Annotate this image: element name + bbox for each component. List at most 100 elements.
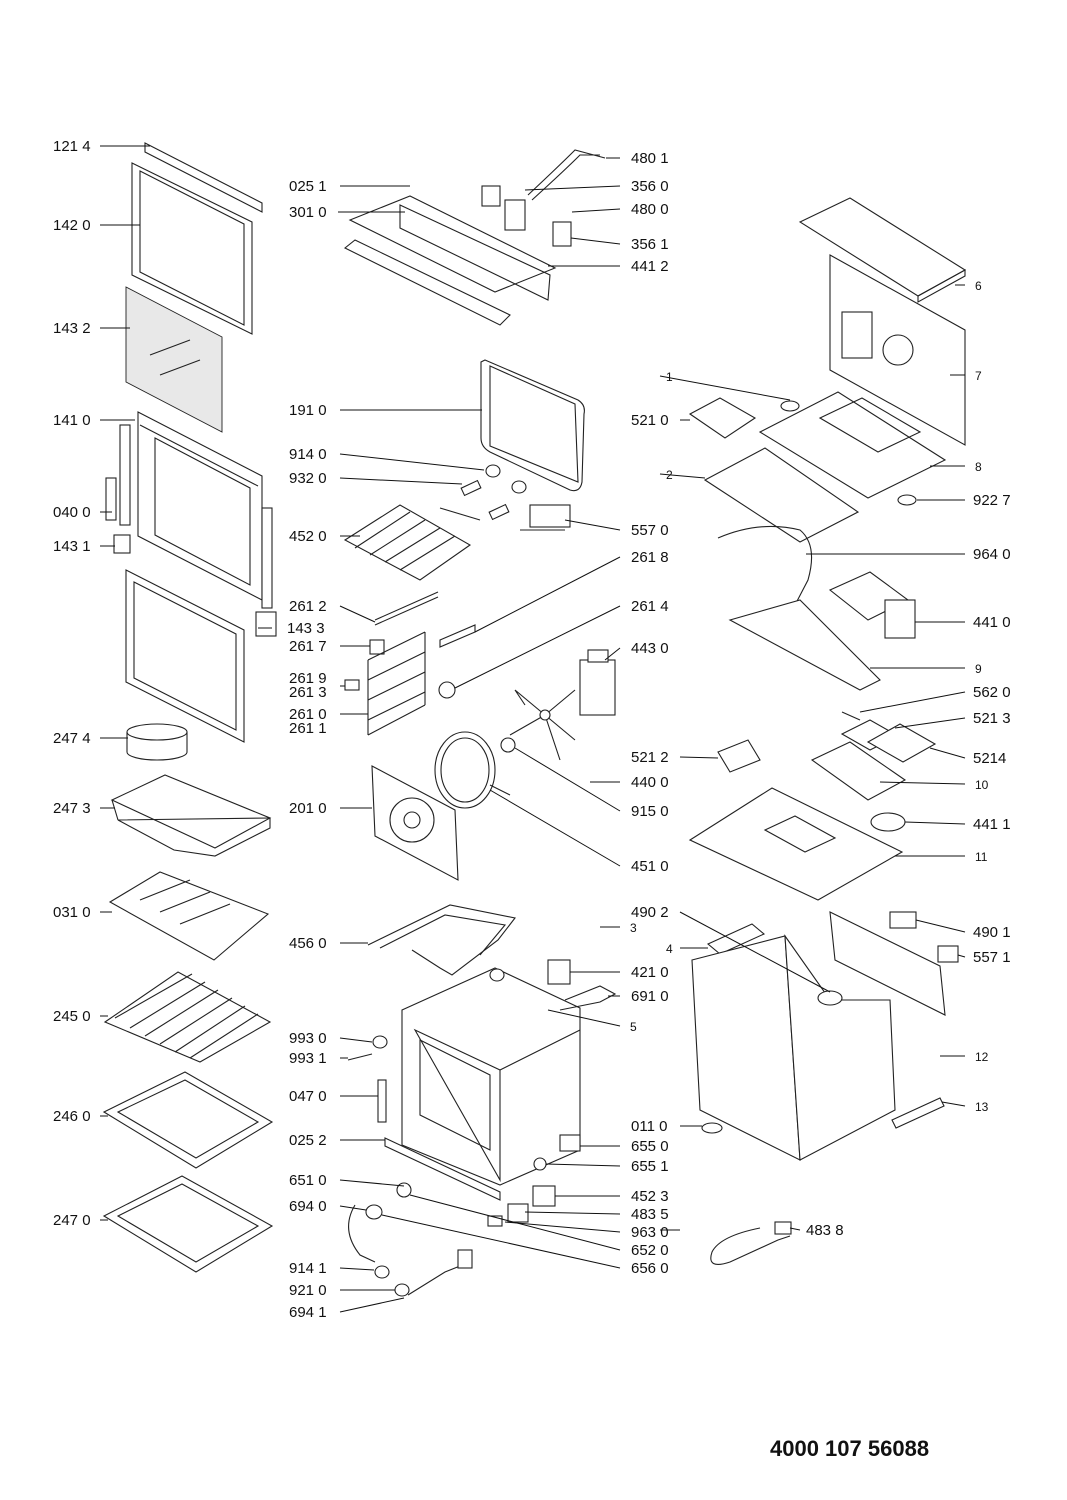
label-656-0: 656 0 <box>631 1260 669 1277</box>
part-hinge-block <box>113 534 131 554</box>
part-inner-door-glass <box>125 569 245 743</box>
label-141-0: 141 0 <box>53 412 91 429</box>
label-261-1: 261 1 <box>289 720 327 737</box>
label-932-0: 932 0 <box>289 470 327 487</box>
label-452-3: 452 3 <box>631 1188 669 1205</box>
part-power-cord <box>710 1221 792 1265</box>
leader-lines <box>100 145 966 1313</box>
label-247-4: 247 4 <box>53 730 91 747</box>
part-hinge-right <box>255 507 277 637</box>
label-521-2: 521 2 <box>631 749 669 766</box>
label-031-0: 031 0 <box>53 904 91 921</box>
part-outer-casing <box>691 911 946 1161</box>
label-13: 13 <box>975 1100 989 1114</box>
part-baking-tray <box>108 871 270 961</box>
label-2: 2 <box>666 468 673 482</box>
part-outer-door-glass <box>131 162 253 335</box>
part-oven-cavity <box>401 967 581 1186</box>
label-261-7: 261 7 <box>289 638 327 655</box>
part-fan-duct <box>728 599 881 691</box>
label-914-0: 914 0 <box>289 446 327 463</box>
part-grommet-bottom <box>701 1122 723 1134</box>
part-control-board <box>688 397 757 439</box>
part-door-top-trim <box>144 142 263 213</box>
label-261-2: 261 2 <box>289 598 327 615</box>
label-483-8: 483 8 <box>806 1222 844 1239</box>
part-connector-box <box>717 739 761 773</box>
label-456-0: 456 0 <box>289 935 327 952</box>
label-040-0: 040 0 <box>53 504 91 521</box>
part-cooling-fan <box>828 571 916 639</box>
part-switch-block <box>889 911 959 963</box>
label-694-1: 694 1 <box>289 1304 327 1321</box>
label-9: 9 <box>975 662 982 676</box>
label-521-0: 521 0 <box>631 412 669 429</box>
part-rear-panel <box>829 254 966 446</box>
label-121-4: 121 4 <box>53 138 91 155</box>
part-thermostat <box>520 504 571 531</box>
part-runner-knob <box>438 681 456 699</box>
label-025-1: 025 1 <box>289 178 327 195</box>
part-casing-bracket <box>891 1097 945 1129</box>
label-691-0: 691 0 <box>631 988 669 1005</box>
label-490-2: 490 2 <box>631 904 669 921</box>
part-shallow-tray <box>102 1071 274 1169</box>
label-047-0: 047 0 <box>289 1088 327 1105</box>
label-8: 8 <box>975 460 982 474</box>
label-356-0: 356 0 <box>631 178 669 195</box>
part-rack-runners <box>344 591 439 736</box>
label-143-2: 143 2 <box>53 320 91 337</box>
label-964-0: 964 0 <box>973 546 1011 563</box>
label-245-0: 245 0 <box>53 1008 91 1025</box>
part-grommets <box>460 464 527 521</box>
label-356-1: 356 1 <box>631 236 669 253</box>
label-993-0: 993 0 <box>289 1030 327 1047</box>
part-cavity-strip <box>377 1079 387 1123</box>
label-521-3: 521 3 <box>973 710 1011 727</box>
label-441-2: 441 2 <box>631 258 669 275</box>
part-door-frame <box>137 411 263 601</box>
part-relay <box>489 959 617 1011</box>
label-452-0: 452 0 <box>289 528 327 545</box>
label-3: 3 <box>630 921 637 935</box>
label-261-4: 261 4 <box>631 598 669 615</box>
label-011-0: 011 0 <box>631 1118 667 1135</box>
label-12: 12 <box>975 1050 989 1064</box>
label-490-1: 490 1 <box>973 924 1011 941</box>
label-421-0: 421 0 <box>631 964 669 981</box>
part-lamp-assembly <box>348 1182 473 1297</box>
label-557-0: 557 0 <box>631 522 669 539</box>
label-557-1: 557 1 <box>973 949 1011 966</box>
label-694-0: 694 0 <box>289 1198 327 1215</box>
label-143-3: 143 3 <box>287 620 325 637</box>
part-washer <box>897 494 917 506</box>
label-483-5: 483 5 <box>631 1206 669 1223</box>
label-655-0: 655 0 <box>631 1138 669 1155</box>
part-fan-cover <box>371 765 459 881</box>
part-roasting-pan <box>110 774 272 857</box>
part-hinge-left <box>105 424 131 526</box>
part-ring-element <box>434 731 511 809</box>
label-655-1: 655 1 <box>631 1158 669 1175</box>
label-921-0: 921 0 <box>289 1282 327 1299</box>
label-915-0: 915 0 <box>631 803 669 820</box>
label-443-0: 443 0 <box>631 640 669 657</box>
label-651-0: 651 0 <box>289 1172 327 1189</box>
label-6: 6 <box>975 279 982 293</box>
part-round-pan <box>126 723 188 761</box>
part-terminal-strip <box>706 923 766 955</box>
document-number: 4000 107 56088 <box>770 1436 930 1461</box>
label-246-0: 246 0 <box>53 1108 91 1125</box>
label-1: 1 <box>666 370 673 384</box>
label-10: 10 <box>975 778 989 792</box>
part-fan-blade <box>509 689 576 761</box>
label-7: 7 <box>975 369 982 383</box>
callout-labels: 121 4 142 0 143 2 141 0 040 0 143 1 247 … <box>53 138 1011 1321</box>
label-261-8: 261 8 <box>631 549 669 566</box>
part-door-switch <box>533 1134 581 1171</box>
label-247-0: 247 0 <box>53 1212 91 1229</box>
label-261-0: 261 0 <box>289 706 327 723</box>
part-bottom-trim <box>384 1137 501 1201</box>
label-247-3: 247 3 <box>53 800 91 817</box>
